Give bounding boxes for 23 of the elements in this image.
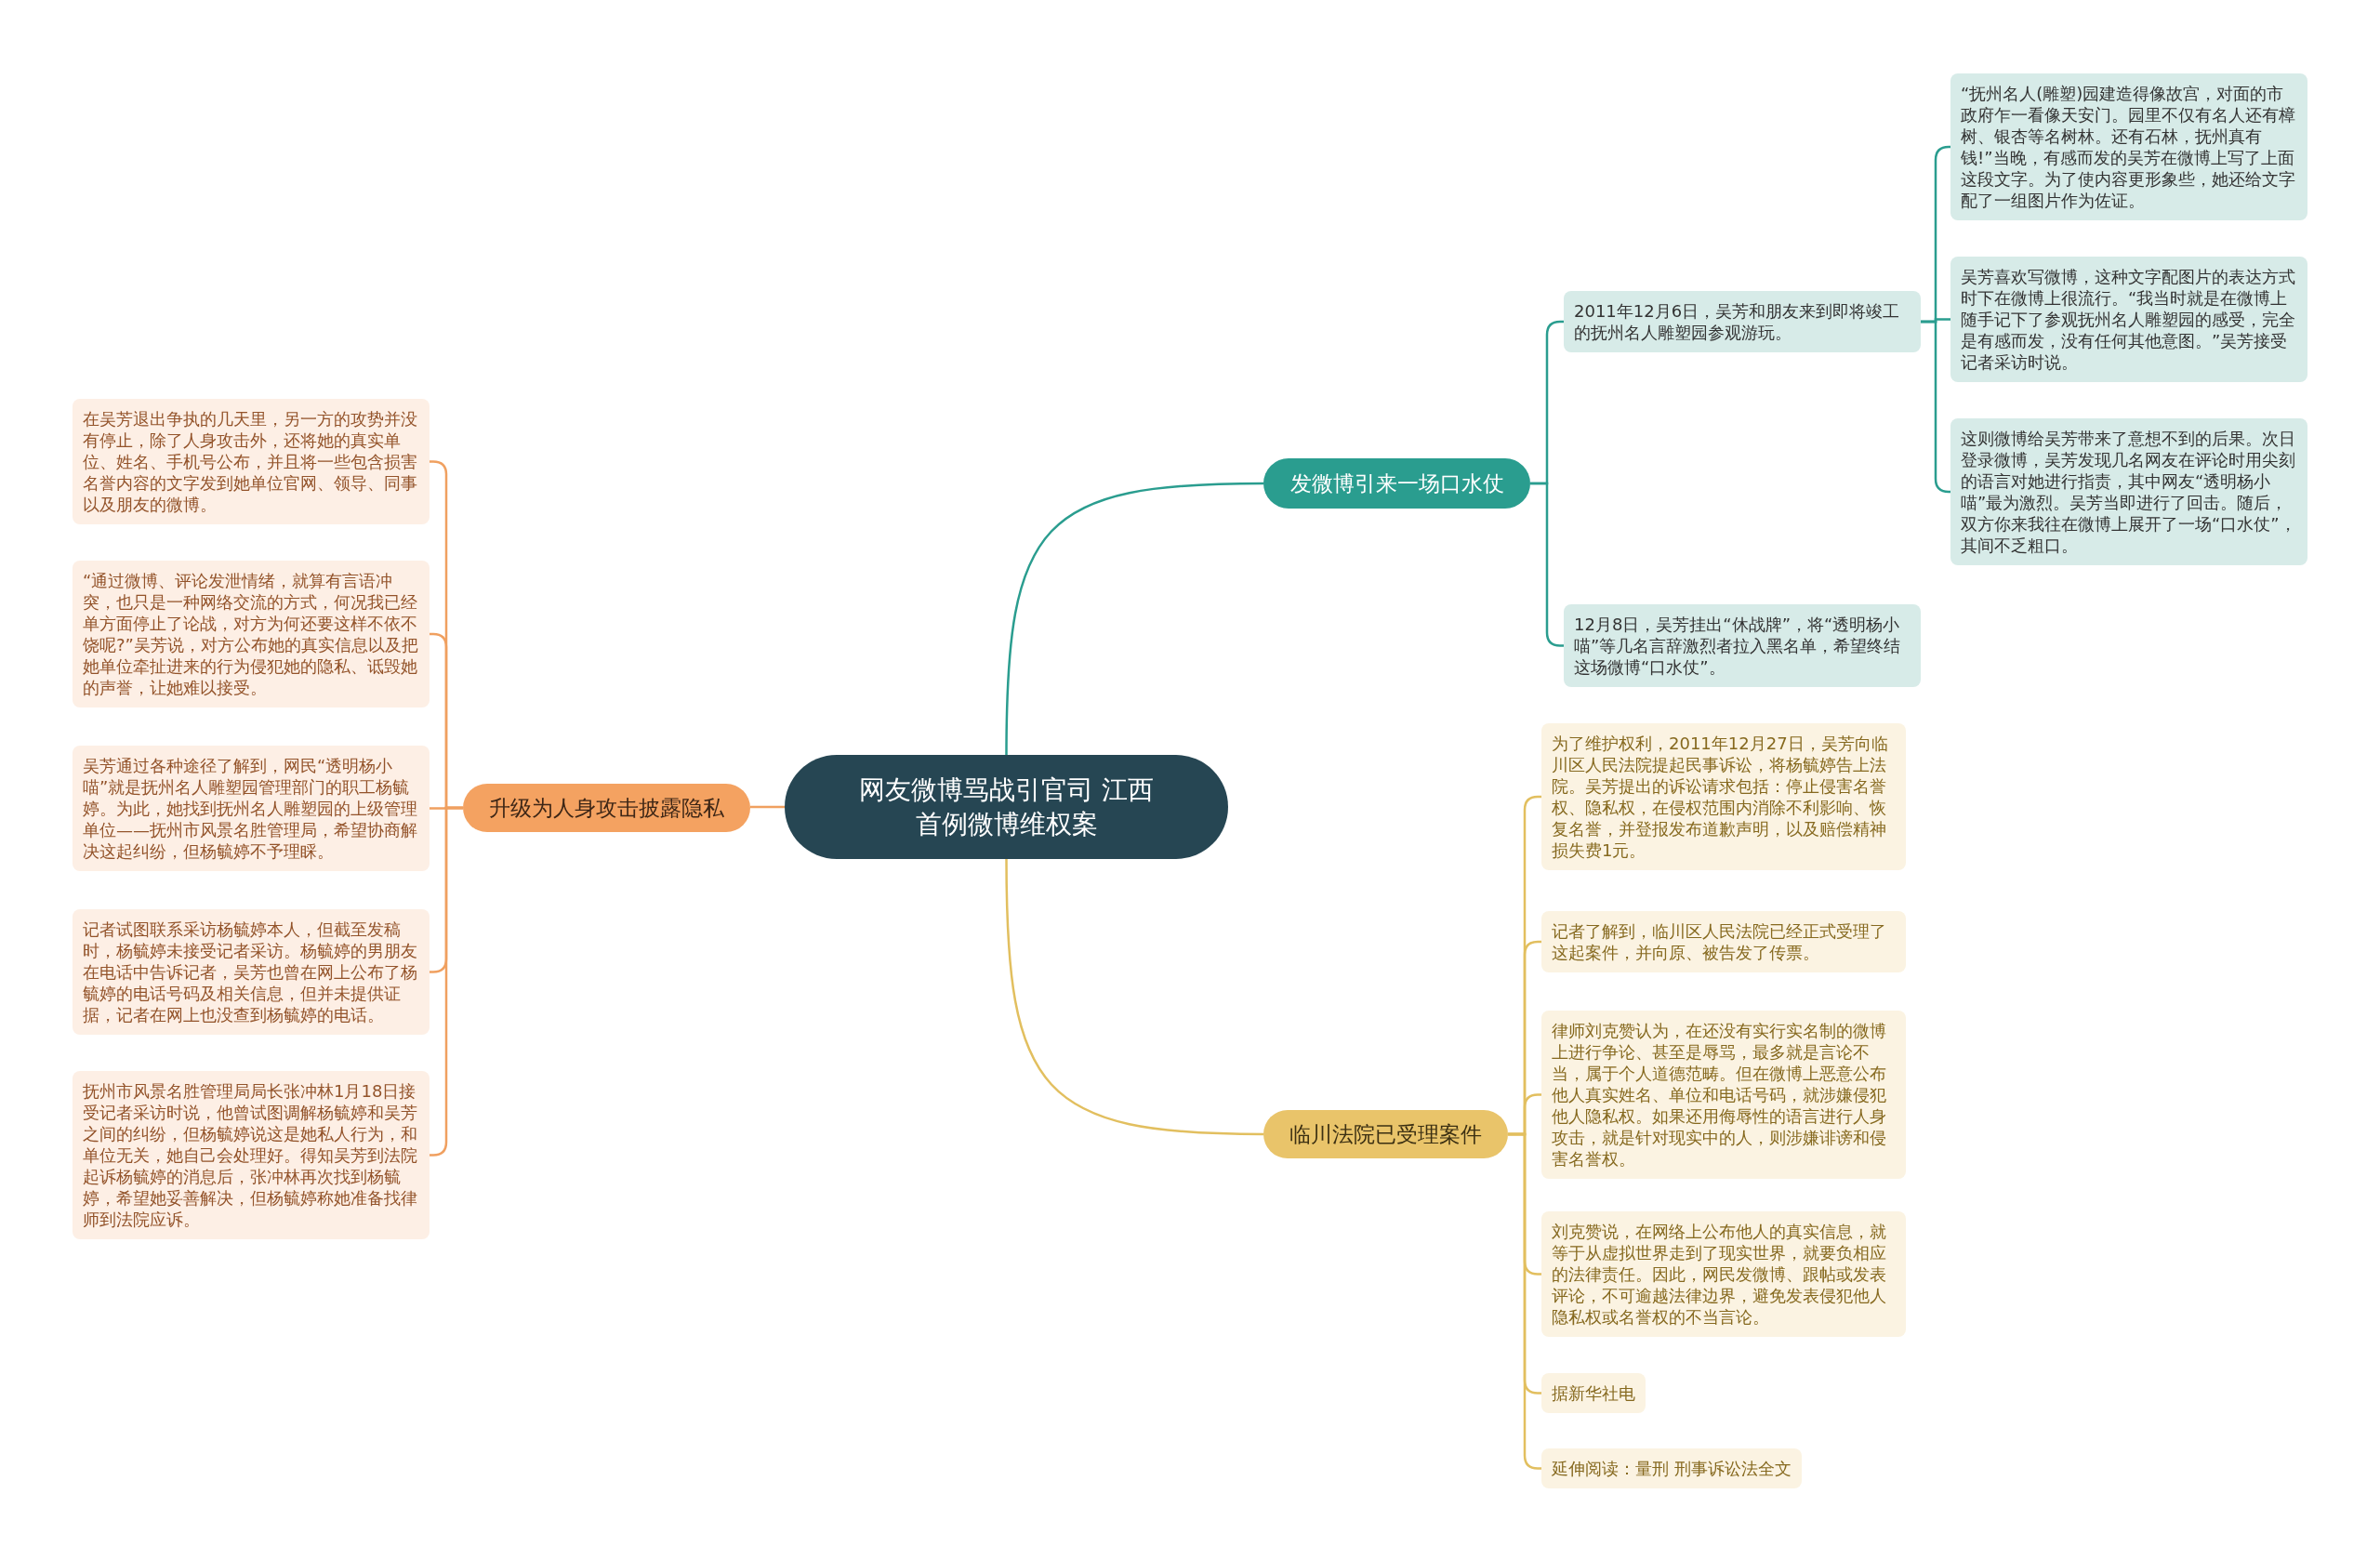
note-card: 刘克赞说，在网络上公布他人的真实信息，就等于从虚拟世界走到了现实世界，就要负相应的法律责任。因此，网民发微博、跟帖或发表评论，不可逾越法律边界，避免发表侵犯他人隐私权或名誉权的不当言论。 xyxy=(1541,1211,1906,1337)
connector-line xyxy=(750,805,785,809)
note-card: 吴芳通过各种途径了解到，网民“透明杨小喵”就是抚州名人雕塑园管理部门的职工杨毓婷。为此，她找到抚州名人雕塑园的上级管理单位——抚州市风景名胜管理局，希望协商解决这起纠纷，但杨毓婷不予理睬。 xyxy=(73,746,430,871)
central-topic: 网友微博骂战引官司 江西首例微博维权案 xyxy=(785,755,1228,859)
note-card: 记者了解到，临川区人民法院已经正式受理了这起案件，并向原、被告发了传票。 xyxy=(1541,911,1906,972)
note-card: 2011年12月6日，吴芳和朋友来到即将竣工的抚州名人雕塑园参观游玩。 xyxy=(1564,291,1921,352)
note-card: 这则微博给吴芳带来了意想不到的后果。次日登录微博，吴芳发现几名网友在评论时用尖刻的语言对她进行指责，其中网友“透明杨小喵”最为激烈。吴芳当即进行了回击。随后，双方你来我往在微博上展开了一场“口水仗”，其间不乏粗口。 xyxy=(1950,418,2307,565)
branch-topic: 临川法院已受理案件 xyxy=(1263,1110,1508,1158)
note-card: “抚州名人(雕塑)园建造得像故宫，对面的市政府乍一看像天安门。园里不仅有名人还有樟树、银杏等名树林。还有石林，抚州真有钱!”当晚，有感而发的吴芳在微博上写了上面这段文字。为了使内容更形象些，她还给文字配了一组图片作为佐证。 xyxy=(1950,73,2307,220)
connector-line xyxy=(1005,859,1264,1136)
note-card: 12月8日，吴芳挂出“休战牌”，将“透明杨小喵”等几名言辞激烈者拉入黑名单，希望终结这场微博“口水仗”。 xyxy=(1564,604,1921,687)
note-card: 记者试图联系采访杨毓婷本人，但截至发稿时，杨毓婷未接受记者采访。杨毓婷的男朋友在电话中告诉记者，吴芳也曾在网上公布了杨毓婷的电话号码及相关信息，但并未提供证据，记者在网上也没查到杨毓婷的电话。 xyxy=(73,909,430,1035)
note-card: 延伸阅读：量刑 刑事诉讼法全文 xyxy=(1541,1448,1802,1488)
note-card: 为了维护权利，2011年12月27日，吴芳向临川区人民法院提起民事诉讼，将杨毓婷告上法院。吴芳提出的诉讼请求包括：停止侵害名誉权、隐私权，在侵权范围内消除不利影响、恢复名誉，并登报发布道歉声明，以及赔偿精神损失费1元。 xyxy=(1541,723,1906,870)
note-card: 吴芳喜欢写微博，这种文字配图片的表达方式时下在微博上很流行。“我当时就是在微博上随手记下了参观抚州名人雕塑园的感受，完全是有感而发，没有任何其他意图。”吴芳接受记者采访时说。 xyxy=(1950,257,2307,382)
branch-topic: 发微博引来一场口水仗 xyxy=(1263,458,1530,509)
note-card: 抚州市风景名胜管理局局长张冲林1月18日接受记者采访时说，他曾试图调解杨毓婷和吴芳之间的纠纷，但杨毓婷说这是她私人行为，和单位无关，她自己会处理好。得知吴芳到法院起诉杨毓婷的消息后，张冲林再次找到杨毓婷，希望她妥善解决，但杨毓婷称她准备找律师到法院应诉。 xyxy=(73,1071,430,1239)
note-card: 律师刘克赞认为，在还没有实行实名制的微博上进行争论、甚至是辱骂，最多就是言论不当，属于个人道德范畴。但在微博上恶意公布他人真实姓名、单位和电话号码，就涉嫌侵犯他人隐私权。如果还用侮辱性的语言进行人身攻击，就是针对现实中的人，则涉嫌诽谤和侵害名誉权。 xyxy=(1541,1011,1906,1179)
branch-topic: 升级为人身攻击披露隐私 xyxy=(463,784,750,832)
note-card: “通过微博、评论发泄情绪，就算有言语冲突，也只是一种网络交流的方式，何况我已经单方面停止了论战，对方为何还要这样不依不饶呢?”吴芳说，对方公布她的真实信息以及把她单位牵扯进来的行为侵犯她的隐私、诋毁她的声誉，让她难以接受。 xyxy=(73,561,430,707)
note-card: 在吴芳退出争执的几天里，另一方的攻势并没有停止，除了人身攻击外，还将她的真实单位、姓名、手机号公布，并且将一些包含损害名誉内容的文字发到她单位官网、领导、同事以及朋友的微博。 xyxy=(73,399,430,524)
note-card: 据新华社电 xyxy=(1541,1373,1646,1413)
connector-line xyxy=(1005,482,1264,755)
